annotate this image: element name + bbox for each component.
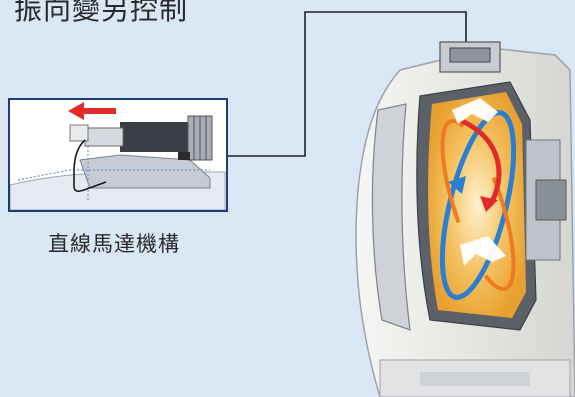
- linear-motor-icon: [69, 115, 213, 161]
- circular-airflow-arrows-icon: [439, 98, 517, 300]
- left-arrow-icon: [68, 102, 116, 120]
- washer-dryer-cutaway: [355, 41, 575, 397]
- linear-motor-inset: [8, 98, 228, 212]
- heading-text: 振向變另控制: [14, 0, 189, 26]
- inset-caption: 直線馬達機構: [48, 232, 180, 256]
- linear-motor-illustration: [10, 102, 226, 210]
